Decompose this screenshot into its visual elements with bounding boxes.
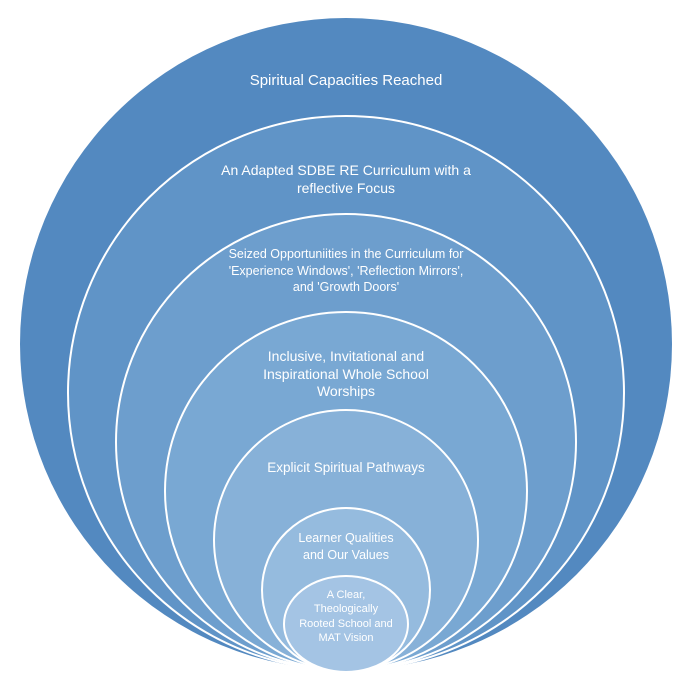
layer-label-7: A Clear, Theologically Rooted School and… (299, 589, 393, 644)
layer-label-5: Explicit Spiritual Pathways (267, 460, 425, 475)
layer-label-2: An Adapted SDBE RE Curriculum with a ref… (221, 162, 471, 196)
layer-label-4: Inclusive, Invitational and Inspirationa… (263, 348, 429, 399)
layer-label-3: Seized Opportuniities in the Curriculum … (228, 247, 464, 294)
layer-circle-7 (283, 575, 409, 673)
layer-label-1: Spiritual Capacities Reached (249, 72, 443, 89)
layer-label-6: Learner Qualities and Our Values (298, 531, 394, 562)
